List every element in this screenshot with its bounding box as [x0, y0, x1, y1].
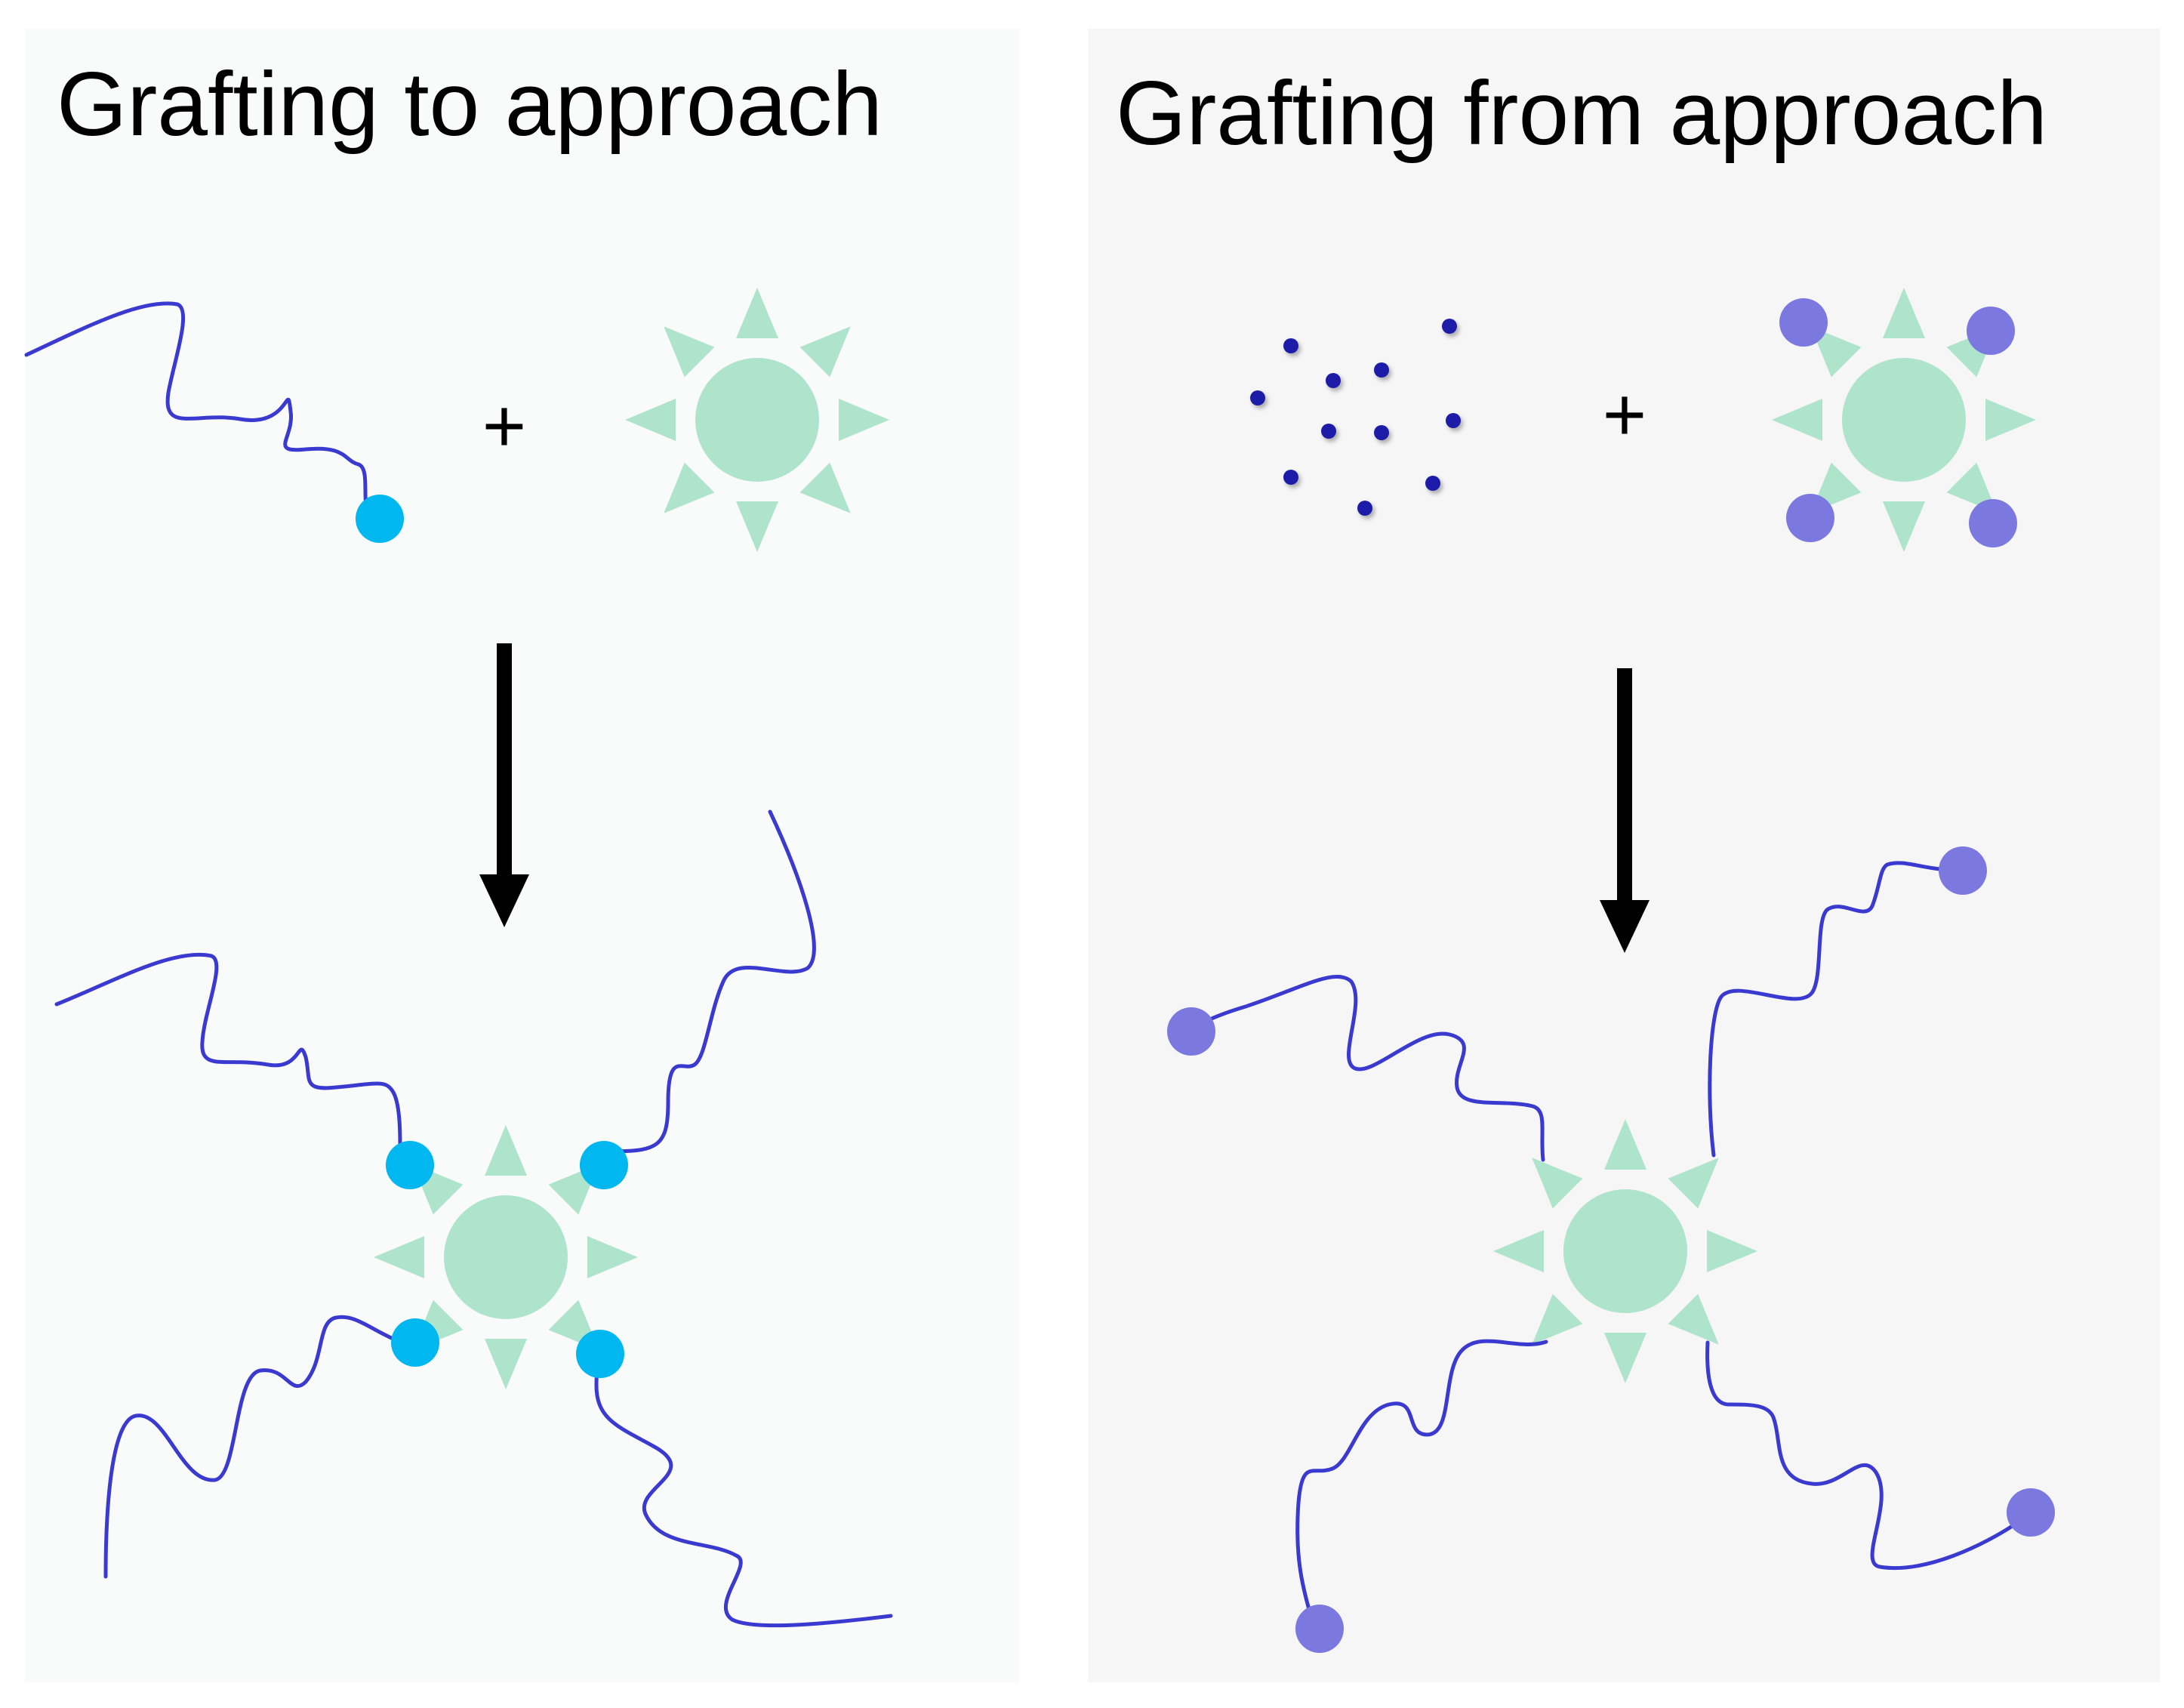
initiator-core-icon-ray: [1883, 501, 1925, 552]
monomer-dot-icon: [1374, 362, 1389, 378]
grafted-nanoparticle-core-ray: [485, 1339, 527, 1389]
grown-nanoparticle-core-ray: [1707, 1230, 1757, 1272]
initiator-site-icon: [1786, 494, 1834, 542]
monomer-dot-icon: [1446, 413, 1461, 428]
reaction-arrow-icon-head: [1600, 900, 1650, 953]
grown-chain-upper-left: [1188, 974, 1545, 1162]
nanoparticle-core-icon-ray: [799, 326, 851, 378]
reaction-arrow-icon-head: [479, 874, 529, 927]
grown-nanoparticle-core-ray: [1493, 1230, 1544, 1272]
monomer-dot-icon: [1326, 373, 1341, 388]
grown-nanoparticle-core-ray: [1668, 1293, 1719, 1345]
nanoparticle-core-icon: [695, 358, 819, 482]
monomer-dot-icon: [1283, 338, 1298, 353]
nanoparticle-core-icon-ray: [664, 326, 715, 378]
plus-sign-left: +: [482, 384, 526, 468]
grafted-nanoparticle-core-ray: [587, 1236, 638, 1278]
grown-nanoparticle-core-ray: [1532, 1158, 1583, 1209]
grown-chain-upper-right: [1708, 861, 1950, 1158]
grown-nanoparticle-core-ray: [1532, 1293, 1583, 1345]
grown-nanoparticle-core-ray: [1668, 1158, 1719, 1209]
initiator-site-icon: [1779, 298, 1828, 347]
plus-sign-right: +: [1603, 372, 1646, 457]
panel-title-grafting-to: Grafting to approach: [57, 54, 883, 155]
nanoparticle-core-icon-ray: [799, 462, 851, 513]
monomer-dot-icon: [1283, 470, 1298, 485]
chain-end-group-icon: [356, 495, 404, 543]
chain-end-initiator-icon: [2007, 1488, 2055, 1537]
monomer-dot-icon: [1374, 425, 1389, 440]
chain-end-group-icon: [576, 1330, 624, 1378]
grafted-nanoparticle-core-ray: [374, 1236, 424, 1278]
panel-title-grafting-from: Grafting from approach: [1116, 63, 2047, 164]
initiator-site-icon: [1967, 307, 2015, 355]
nanoparticle-core-icon-ray: [839, 399, 889, 441]
nanoparticle-core-icon-ray: [736, 501, 778, 552]
initiator-core-icon-ray: [1883, 288, 1925, 338]
grown-nanoparticle-core: [1563, 1189, 1687, 1313]
monomer-dot-icon: [1321, 424, 1336, 439]
initiator-core-icon-ray: [1772, 399, 1822, 441]
grown-nanoparticle-core-ray: [1604, 1119, 1646, 1170]
grafted-nanoparticle-core: [444, 1195, 568, 1319]
nanoparticle-core-icon-ray: [736, 288, 778, 338]
grafted-chain-upper-left: [54, 952, 402, 1150]
grown-chain-lower-right: [1705, 1340, 2033, 1570]
grafted-chain-lower-left: [103, 1315, 399, 1579]
chain-end-initiator-icon: [1295, 1605, 1344, 1653]
nanoparticle-core-icon-ray: [664, 462, 715, 513]
grafted-nanoparticle-core-ray: [485, 1125, 527, 1176]
chain-end-initiator-icon: [1939, 846, 1987, 895]
chain-end-initiator-icon: [1167, 1007, 1215, 1056]
initiator-core-icon-ray: [1810, 326, 1862, 378]
chain-end-group-icon: [580, 1141, 628, 1189]
chain-end-group-icon: [386, 1141, 434, 1189]
monomer-dot-icon: [1442, 319, 1457, 334]
grafted-chain-upper-right: [605, 809, 816, 1154]
monomer-dot-icon: [1357, 501, 1372, 516]
panel-left-background: [25, 29, 1019, 1682]
grafted-chain-lower-right: [594, 1349, 893, 1628]
initiator-site-icon: [1969, 499, 2017, 547]
monomer-dot-icon: [1425, 476, 1440, 491]
chain-end-group-icon: [391, 1318, 439, 1367]
monomer-dot-icon: [1250, 390, 1265, 405]
initiator-core-icon-ray: [1946, 462, 1998, 513]
initiator-core-icon: [1842, 358, 1966, 482]
grown-nanoparticle-core-ray: [1604, 1333, 1646, 1383]
grown-chain-lower-left: [1295, 1339, 1548, 1629]
initiator-core-icon-ray: [1985, 399, 2036, 441]
diagram-content: [24, 288, 2055, 1653]
free-polymer-chain: [24, 301, 368, 508]
nanoparticle-core-icon-ray: [625, 399, 676, 441]
